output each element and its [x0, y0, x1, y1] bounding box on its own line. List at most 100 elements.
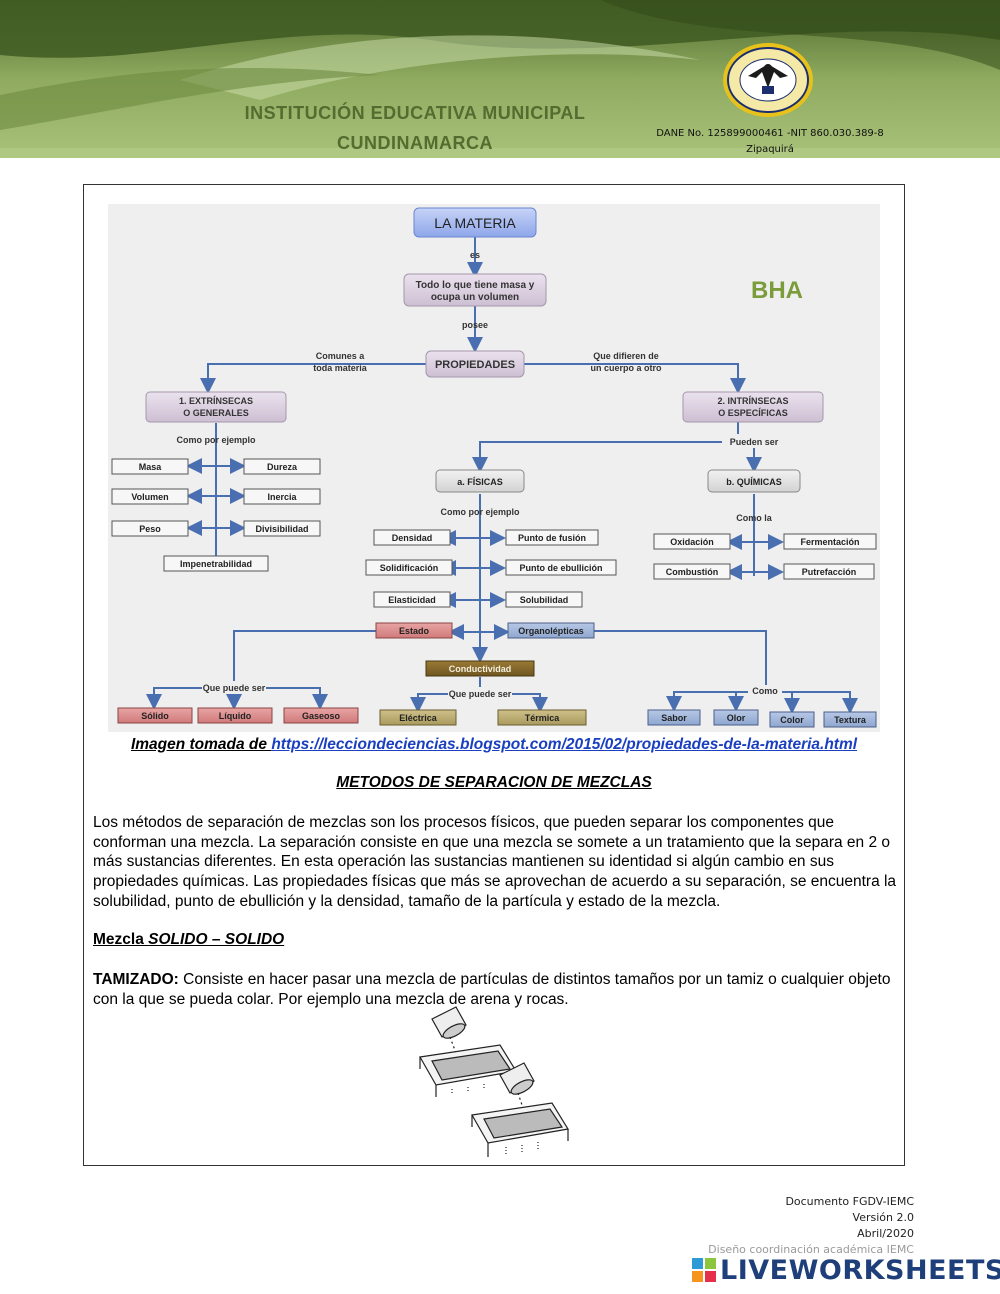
svg-text:Solubilidad: Solubilidad	[520, 595, 569, 605]
svg-text:Eléctrica: Eléctrica	[399, 713, 438, 723]
physical-item: Punto de fusión	[505, 529, 599, 546]
physical-item-conductividad: Conductividad	[425, 660, 535, 677]
image-source-caption: Imagen tomada de https://lecciondecienci…	[84, 736, 904, 754]
svg-text:un cuerpo a otro: un cuerpo a otro	[590, 363, 662, 373]
tamizado-label: TAMIZADO:	[93, 971, 179, 988]
institution-seal-logo	[723, 43, 813, 117]
extrinsic-item: Inercia	[243, 488, 321, 505]
node-extrinsecas: 1. EXTRÍNSECAS O GENERALES	[145, 391, 287, 423]
state-item: Sólido	[117, 707, 193, 724]
svg-text:Como por ejemplo: Como por ejemplo	[176, 435, 256, 445]
document-version: Versión 2.0	[852, 1211, 914, 1224]
svg-text:Que puede ser: Que puede ser	[449, 689, 512, 699]
sieving-illustration	[419, 1006, 569, 1157]
physical-item-organolepticas: Organolépticas	[507, 622, 595, 639]
liveworksheets-wordmark: LIVEWORKSHEETS	[720, 1254, 1000, 1286]
svg-text:Punto de fusión: Punto de fusión	[518, 533, 586, 543]
conductivity-item: Eléctrica	[379, 709, 457, 726]
svg-text:O ESPECÍFICAS: O ESPECÍFICAS	[718, 408, 788, 418]
node-label: LA MATERIA	[434, 215, 516, 231]
svg-text:Organolépticas: Organolépticas	[518, 626, 584, 636]
tamizado-text: Consiste en hacer pasar una mezcla de pa…	[93, 971, 891, 1008]
state-item: Gaseoso	[283, 707, 359, 724]
svg-text:Olor: Olor	[727, 713, 746, 723]
physical-item: Punto de ebullición	[505, 559, 617, 576]
svg-text:BHA: BHA	[751, 277, 803, 304]
dane-nit-number: DANE No. 125899000461 -NIT 860.030.389-8	[656, 128, 884, 139]
svg-text:Solidificación: Solidificación	[380, 563, 439, 573]
page-header: INSTITUCIÓN EDUCATIVA MUNICIPAL CUNDINAM…	[0, 0, 1000, 158]
link-label: es	[470, 250, 480, 260]
chemical-item: Putrefacción	[783, 563, 875, 580]
caption-prefix: Imagen tomada de	[130, 736, 272, 753]
bha-logo: BHA	[751, 277, 803, 304]
svg-text:Textura: Textura	[834, 715, 867, 725]
svg-text:Color: Color	[780, 715, 804, 725]
svg-text:Todo lo que tiene masa y: Todo lo que tiene masa y	[416, 280, 535, 291]
svg-text:Comunes a: Comunes a	[316, 351, 366, 361]
state-item: Líquido	[197, 707, 273, 724]
node-propiedades: PROPIEDADES	[425, 350, 525, 378]
node-definition: Todo lo que tiene masa y ocupa un volume…	[403, 273, 547, 307]
svg-text:Masa: Masa	[139, 462, 163, 472]
svg-text:b. QUÍMICAS: b. QUÍMICAS	[726, 477, 782, 487]
physical-item-estado: Estado	[375, 622, 453, 639]
node-la-materia: LA MATERIA	[413, 207, 537, 238]
svg-text:Divisibilidad: Divisibilidad	[255, 524, 308, 534]
tamizado-definition: TAMIZADO: Consiste en hacer pasar una me…	[93, 970, 901, 1009]
content-frame	[83, 184, 905, 1166]
svg-text:Como la: Como la	[736, 513, 772, 523]
chemical-item: Fermentación	[783, 533, 877, 550]
organoleptic-item: Olor	[713, 709, 759, 726]
svg-text:Conductividad: Conductividad	[449, 664, 512, 674]
link-label: posee	[462, 320, 488, 330]
svg-text:a. FÍSICAS: a. FÍSICAS	[457, 477, 503, 487]
liveworksheets-brand: LIVEWORKSHEETS	[692, 1254, 1000, 1286]
design-credit: Diseño coordinación académica IEMC	[708, 1243, 914, 1256]
svg-text:Fermentación: Fermentación	[800, 537, 859, 547]
section-title: METODOS DE SEPARACION DE MEZCLAS	[336, 774, 652, 791]
document-date: Abril/2020	[857, 1227, 914, 1240]
svg-text:1. EXTRÍNSECAS: 1. EXTRÍNSECAS	[179, 396, 253, 406]
extrinsic-item: Impenetrabilidad	[163, 555, 269, 572]
svg-text:Impenetrabilidad: Impenetrabilidad	[180, 559, 252, 569]
svg-text:Que puede ser: Que puede ser	[203, 683, 266, 693]
svg-text:Dureza: Dureza	[267, 462, 298, 472]
intro-paragraph: Los métodos de separación de mezclas son…	[93, 814, 897, 910]
svg-text:Combustión: Combustión	[666, 567, 719, 577]
svg-text:2. INTRÍNSECAS: 2. INTRÍNSECAS	[717, 396, 788, 406]
physical-item: Solidificación	[365, 559, 453, 576]
organoleptic-item: Textura	[823, 711, 877, 728]
institution-name-line1: INSTITUCIÓN EDUCATIVA MUNICIPAL	[244, 103, 586, 123]
organoleptic-item: Sabor	[647, 709, 701, 726]
svg-text:Que difieren de: Que difieren de	[593, 351, 659, 361]
svg-text:Pueden ser: Pueden ser	[730, 437, 779, 447]
physical-item: Elasticidad	[373, 591, 451, 608]
document-footer-info: Documento FGDV-IEMC Versión 2.0 Abril/20…	[708, 1194, 914, 1258]
svg-text:O GENERALES: O GENERALES	[183, 408, 249, 418]
svg-text:Inercia: Inercia	[267, 492, 297, 502]
svg-text:Putrefacción: Putrefacción	[802, 567, 857, 577]
header-banner-graphic	[0, 0, 1000, 158]
svg-text:Como: Como	[752, 686, 778, 696]
matter-properties-concept-map: LA MATERIA es Todo lo que tiene masa y o…	[108, 204, 880, 732]
svg-text:Sabor: Sabor	[661, 713, 687, 723]
institution-name-line2: CUNDINAMARCA	[337, 133, 493, 153]
svg-text:Como por ejemplo: Como por ejemplo	[440, 507, 520, 517]
extrinsic-item: Volumen	[111, 488, 189, 505]
svg-text:toda materia: toda materia	[313, 363, 368, 373]
liveworksheets-logo-icon	[692, 1258, 716, 1282]
svg-text:Punto de ebullición: Punto de ebullición	[520, 563, 603, 573]
svg-text:ocupa un volumen: ocupa un volumen	[431, 292, 519, 303]
svg-text:Peso: Peso	[139, 524, 161, 534]
svg-text:Gaseoso: Gaseoso	[302, 711, 341, 721]
svg-text:Oxidación: Oxidación	[670, 537, 714, 547]
node-quimicas: b. QUÍMICAS	[707, 469, 801, 493]
extrinsic-item: Masa	[111, 458, 189, 475]
extrinsic-item: Peso	[111, 520, 189, 537]
conductivity-item: Térmica	[497, 709, 587, 726]
svg-text:PROPIEDADES: PROPIEDADES	[435, 359, 515, 371]
source-link[interactable]: https://lecciondeciencias.blogspot.com/2…	[271, 736, 858, 753]
extrinsic-item: Divisibilidad	[243, 520, 321, 537]
physical-item: Densidad	[373, 529, 451, 546]
